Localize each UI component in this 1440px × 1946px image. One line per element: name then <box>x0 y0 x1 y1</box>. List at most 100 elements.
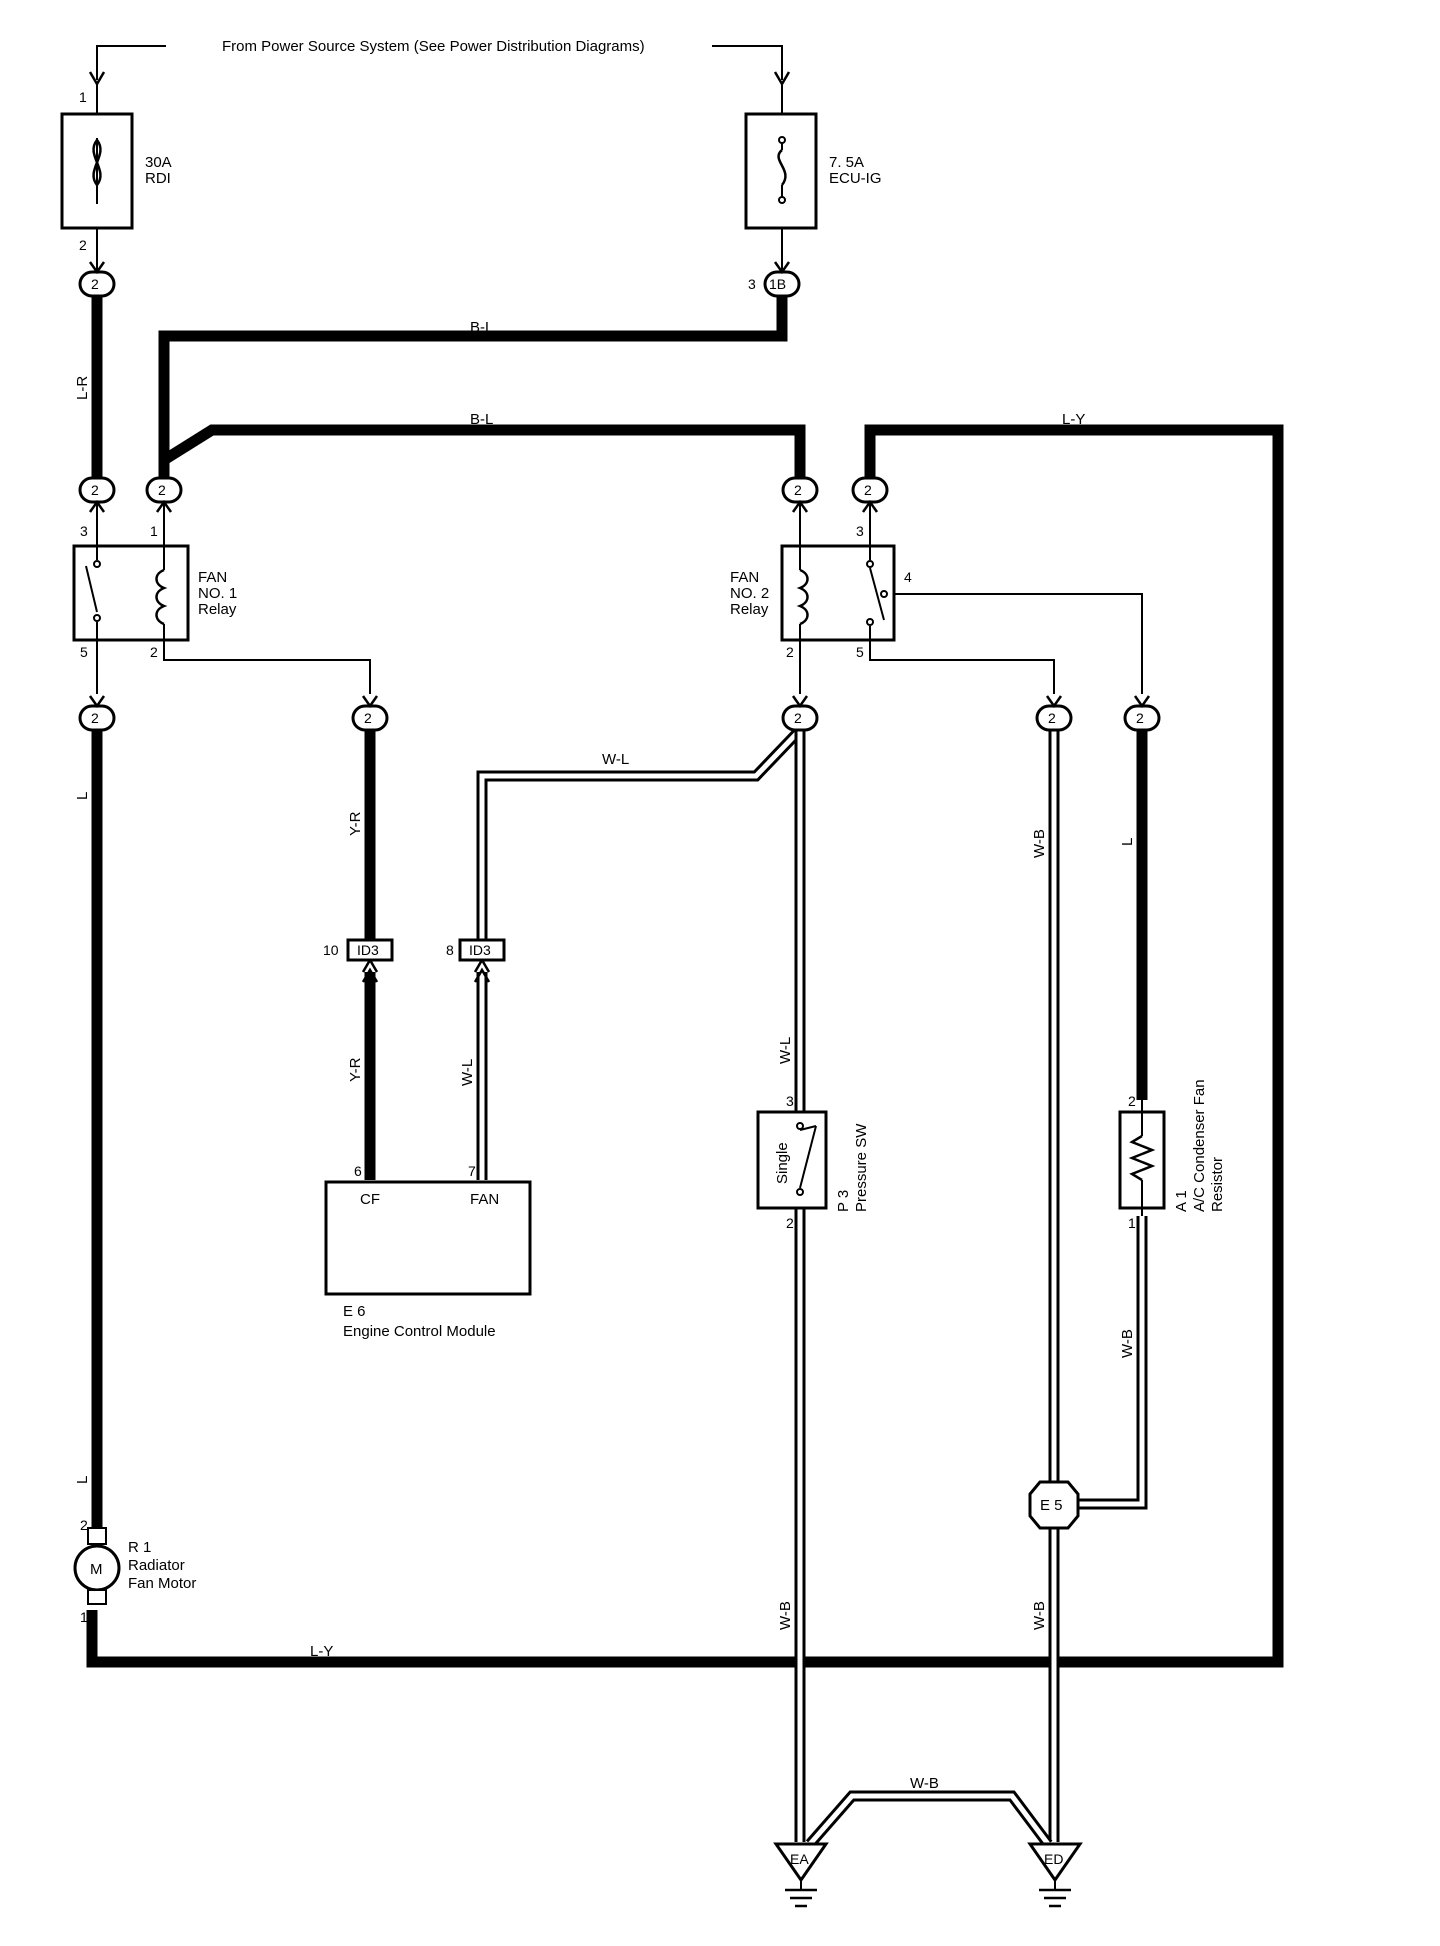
wire-label-y-r-top: Y-R <box>347 811 364 836</box>
svg-text:2: 2 <box>864 482 872 498</box>
svg-text:E 5: E 5 <box>1040 1497 1063 1514</box>
connector-2-a: 2 <box>78 270 116 298</box>
svg-text:CF: CF <box>360 1191 380 1208</box>
svg-text:NO. 2: NO. 2 <box>730 585 769 602</box>
connector-1b: 1B3 <box>748 270 801 298</box>
connector-arrows <box>88 261 1151 983</box>
svg-text:2: 2 <box>91 276 99 292</box>
wire-label-l-y-top: L-Y <box>1062 411 1085 428</box>
svg-text:NO. 1: NO. 1 <box>198 585 237 602</box>
svg-text:M: M <box>90 1561 103 1578</box>
svg-text:5: 5 <box>856 644 864 660</box>
junction-e5: E 5 <box>1028 1480 1080 1530</box>
fuse-ecu-ig-name: ECU-IG <box>829 170 882 187</box>
connector-id3-a: ID3 10 <box>323 938 394 962</box>
svg-text:3: 3 <box>748 276 756 292</box>
svg-text:FAN: FAN <box>470 1191 499 1208</box>
svg-text:2: 2 <box>786 644 794 660</box>
svg-text:Fan Motor: Fan Motor <box>128 1575 196 1592</box>
svg-text:Relay: Relay <box>198 601 237 618</box>
svg-text:Radiator: Radiator <box>128 1557 185 1574</box>
svg-text:A/C Condenser Fan: A/C Condenser Fan <box>1191 1079 1208 1212</box>
connector-2-j: 2 <box>1123 704 1161 732</box>
wire-label-l-left-bottom: L <box>74 1476 91 1484</box>
pressure-switch: Single 3 2 P 3 Pressure SW <box>756 1093 870 1231</box>
svg-text:2: 2 <box>91 482 99 498</box>
connector-2-b: 2 <box>78 476 116 504</box>
wire-labels: L-R B-L B-L L-Y L-Y L L Y-R Y-R W-L W-L … <box>74 319 1136 1792</box>
wire-label-w-b-low2: W-B <box>1031 1601 1048 1630</box>
fuse-ecu-ig: 7. 5A ECU-IG <box>744 84 882 272</box>
wire-label-w-b-ground: W-B <box>910 1775 939 1792</box>
svg-text:2: 2 <box>794 710 802 726</box>
condenser-fan-resistor: 2 1 A 1 A/C Condenser Fan Resistor <box>1118 1079 1226 1231</box>
svg-text:7: 7 <box>468 1163 476 1179</box>
svg-text:2: 2 <box>150 644 158 660</box>
svg-text:A 1: A 1 <box>1173 1190 1190 1212</box>
fuse-ecu-ig-rating: 7. 5A <box>829 154 864 171</box>
svg-text:2: 2 <box>364 710 372 726</box>
svg-text:FAN: FAN <box>730 569 759 586</box>
wire-label-w-b-res: W-B <box>1119 1329 1136 1358</box>
fuse-rdi-pin-out: 2 <box>79 237 87 253</box>
connector-id3-b: ID3 8 <box>446 938 506 962</box>
svg-text:2: 2 <box>91 710 99 726</box>
connector-2-e: 2 <box>851 476 889 504</box>
svg-text:3: 3 <box>786 1093 794 1109</box>
connector-2-g: 2 <box>351 704 389 732</box>
power-source-feed: From Power Source System (See Power Dist… <box>88 38 791 87</box>
wire-label-w-l-top: W-L <box>602 751 629 768</box>
svg-text:10: 10 <box>323 942 339 958</box>
svg-text:Engine Control Module: Engine Control Module <box>343 1323 496 1340</box>
svg-text:ID3: ID3 <box>469 942 491 958</box>
svg-text:2: 2 <box>158 482 166 498</box>
fan-no1-relay: 3 1 5 2 FAN NO. 1 Relay <box>72 502 237 660</box>
svg-text:1: 1 <box>80 1609 88 1625</box>
wire-label-b-l-top: B-L <box>470 319 493 336</box>
engine-control-module: 6 7 CF FAN E 6 Engine Control Module <box>324 1163 532 1340</box>
svg-text:ED: ED <box>1044 1851 1063 1867</box>
svg-text:ID3: ID3 <box>357 942 379 958</box>
radiator-fan-motor: M 2 1 R 1 Radiator Fan Motor <box>73 1517 196 1625</box>
double-wires <box>476 726 1148 1848</box>
svg-text:E 6: E 6 <box>343 1303 366 1320</box>
svg-text:3: 3 <box>80 523 88 539</box>
wire-label-l-right: L <box>1119 838 1136 846</box>
connectors-round: 2 1B3 2 2 2 2 2 2 2 2 2 <box>78 270 1161 732</box>
fuse-rdi: 1 2 30A RDI <box>60 84 172 272</box>
svg-text:6: 6 <box>354 1163 362 1179</box>
wire-label-y-r-bottom: Y-R <box>347 1057 364 1082</box>
fuse-rdi-rating: 30A <box>145 154 172 171</box>
wire-label-b-l-mid: B-L <box>470 411 493 428</box>
fuse-rdi-name: RDI <box>145 170 171 187</box>
svg-text:2: 2 <box>794 482 802 498</box>
ground-ed: ED <box>1027 1842 1083 1908</box>
connector-2-i: 2 <box>1035 704 1073 732</box>
svg-text:FAN: FAN <box>198 569 227 586</box>
wire-label-w-b-mid: W-B <box>1031 829 1048 858</box>
svg-text:R 1: R 1 <box>128 1539 151 1556</box>
svg-text:2: 2 <box>1128 1093 1136 1109</box>
svg-text:4: 4 <box>904 569 912 585</box>
connector-2-c: 2 <box>145 476 183 504</box>
thin-wires <box>96 593 1143 694</box>
svg-text:1: 1 <box>150 523 158 539</box>
wire-label-l-r: L-R <box>74 376 91 400</box>
svg-text:Resistor: Resistor <box>1209 1157 1226 1212</box>
svg-text:Single: Single <box>774 1142 791 1184</box>
connector-2-h: 2 <box>781 704 819 732</box>
svg-text:1: 1 <box>1128 1215 1136 1231</box>
svg-text:2: 2 <box>786 1215 794 1231</box>
connector-2-f: 2 <box>78 704 116 732</box>
wire-label-w-b-low1: W-B <box>777 1601 794 1630</box>
svg-text:2: 2 <box>1136 710 1144 726</box>
connector-2-d: 2 <box>781 476 819 504</box>
fan-no2-relay: 2 3 4 5 FAN NO. 2 Relay <box>730 502 912 660</box>
wire-label-w-l-ecm: W-L <box>459 1059 476 1086</box>
wire-label-w-l-sw: W-L <box>777 1037 794 1064</box>
svg-text:3: 3 <box>856 523 864 539</box>
svg-text:P 3: P 3 <box>835 1190 852 1212</box>
svg-text:EA: EA <box>790 1851 809 1867</box>
svg-text:5: 5 <box>80 644 88 660</box>
